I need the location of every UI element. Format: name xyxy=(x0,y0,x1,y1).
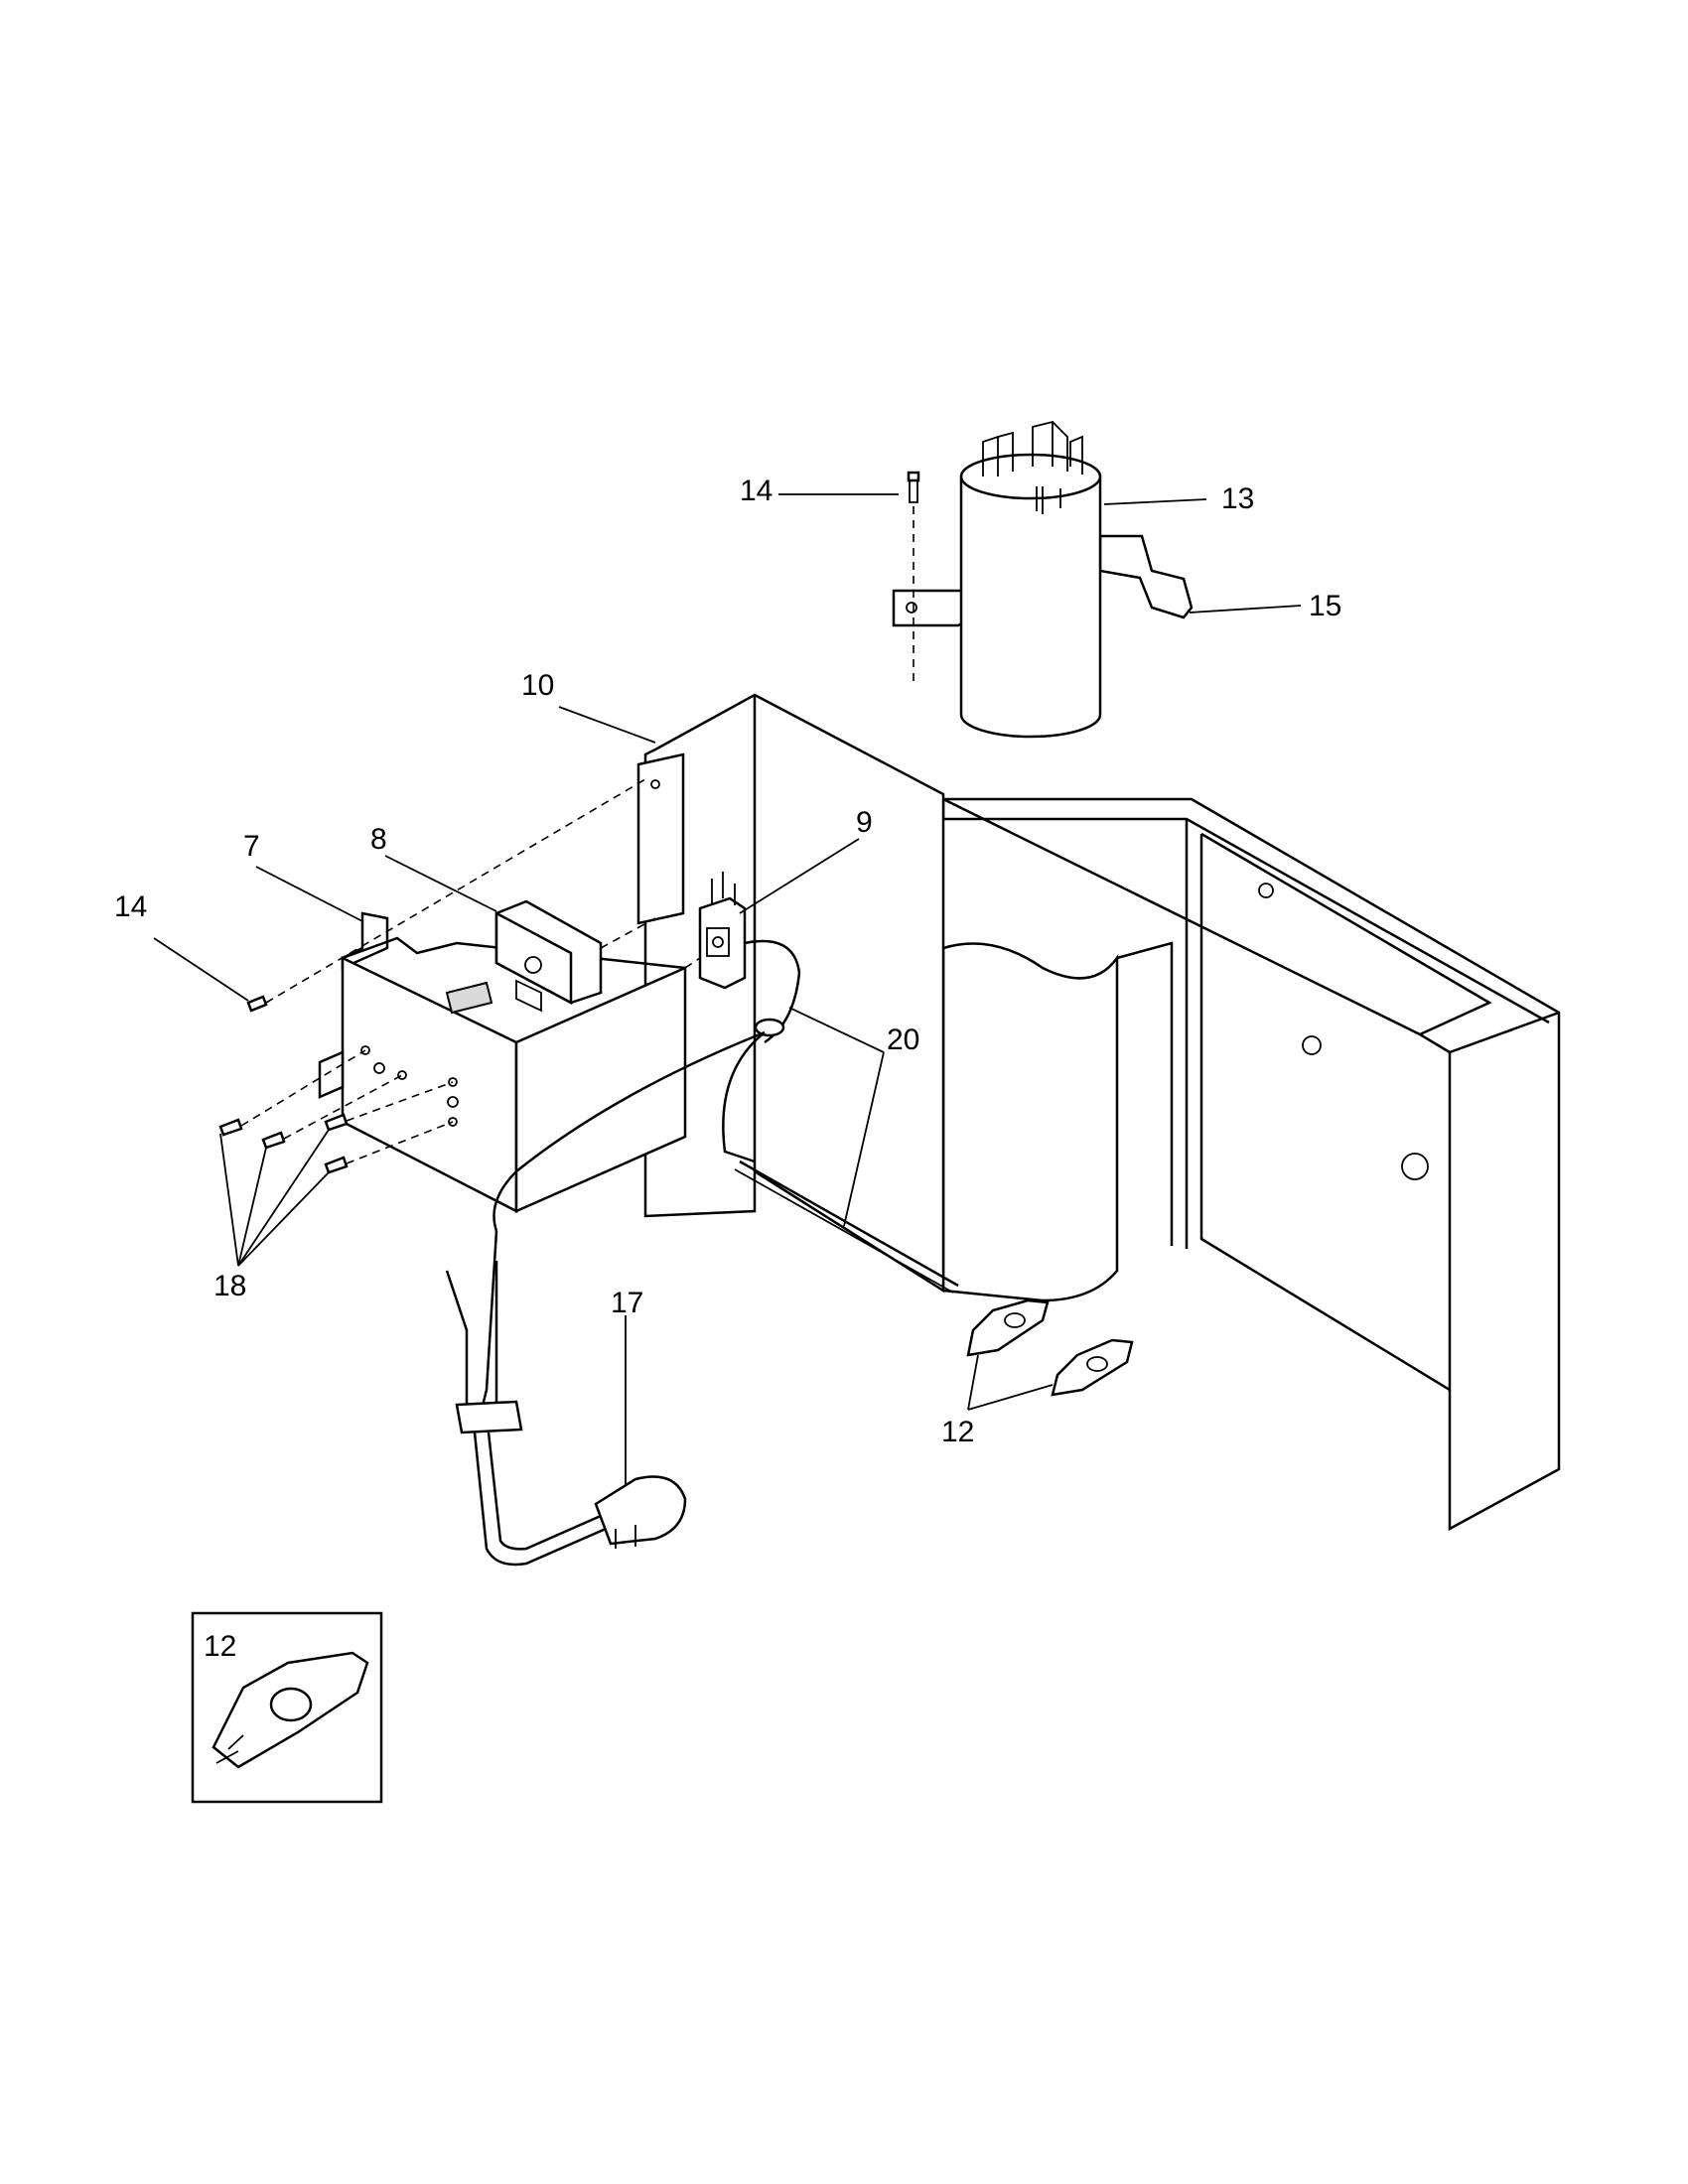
inset-detail-box xyxy=(191,1611,383,1804)
callout-17: 17 xyxy=(611,1287,643,1319)
callout-20: 20 xyxy=(887,1024,919,1056)
callout-14-top: 14 xyxy=(740,475,773,507)
callout-12-main: 12 xyxy=(941,1416,974,1448)
leader-lines xyxy=(153,493,1302,1484)
callout-labels: 14 13 15 10 9 8 7 14 20 18 17 12 12 xyxy=(114,475,1341,1663)
callout-13: 13 xyxy=(1221,482,1254,515)
callout-12-inset: 12 xyxy=(204,1630,236,1663)
callout-18: 18 xyxy=(213,1270,246,1302)
callout-7: 7 xyxy=(243,830,260,863)
callout-9: 9 xyxy=(856,806,873,839)
callout-8: 8 xyxy=(370,823,387,856)
control-box xyxy=(318,911,687,1214)
screws xyxy=(218,778,701,1174)
cabinet-panel xyxy=(636,693,1561,1532)
callout-10: 10 xyxy=(521,669,554,702)
switch-component xyxy=(698,872,747,990)
callout-14-left: 14 xyxy=(114,890,147,923)
wiring-harness xyxy=(445,939,959,1567)
relay-component xyxy=(494,899,603,1013)
capacitor-assembly xyxy=(892,420,1194,739)
clip-parts xyxy=(966,1298,1134,1397)
callout-15: 15 xyxy=(1309,590,1341,622)
